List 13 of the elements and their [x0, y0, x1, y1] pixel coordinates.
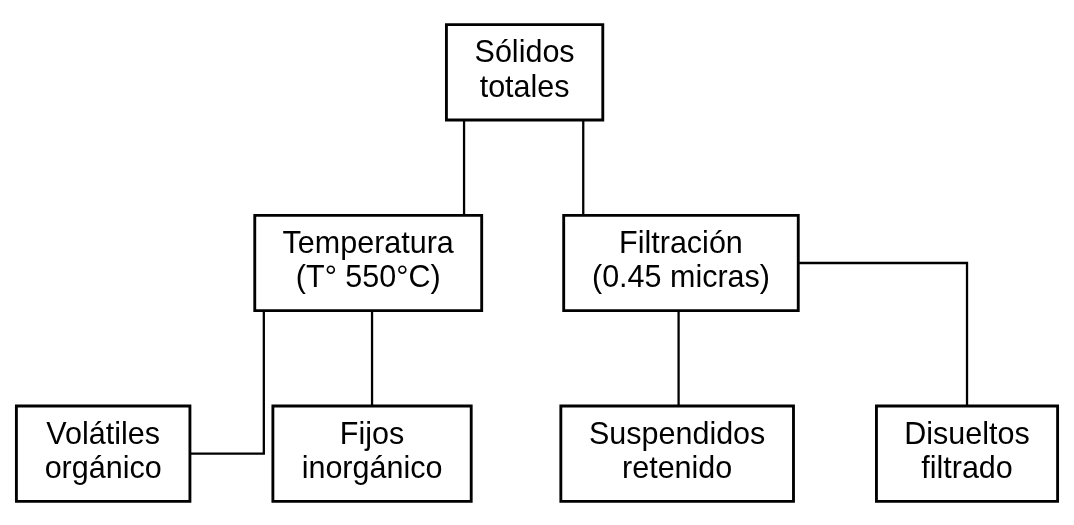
- node-box: Sólidos totales: [445, 22, 605, 121]
- node-box: Temperatura (T° 550°C): [253, 213, 484, 312]
- connector: [370, 310, 374, 406]
- node-box: Disueltos filtrado: [875, 404, 1060, 503]
- connector: [677, 310, 680, 406]
- node-box: Volátiles orgánico: [14, 404, 192, 503]
- node-box: Fijos inorgánico: [271, 404, 473, 503]
- connector: [799, 261, 969, 406]
- connector: [190, 310, 265, 455]
- node-box: Filtración (0.45 micras): [562, 213, 800, 312]
- node-box: Suspendidos retenido: [559, 404, 795, 503]
- connector: [462, 119, 466, 215]
- connector: [582, 119, 585, 215]
